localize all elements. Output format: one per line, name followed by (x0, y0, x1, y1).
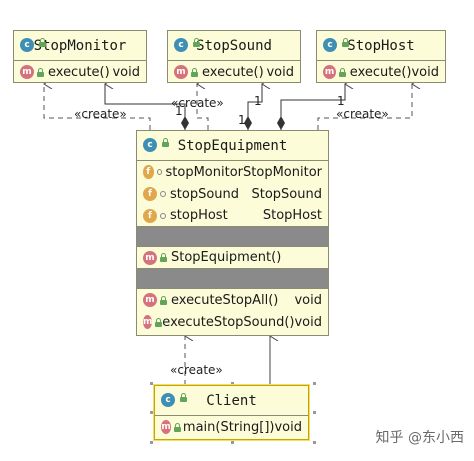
method-type: void (294, 314, 322, 330)
field-row[interactable]: f stopHost StopHost (137, 205, 328, 227)
class-name: Client (206, 392, 257, 409)
method-row[interactable]: m execute() void (317, 61, 445, 83)
method-type: void (266, 64, 294, 80)
class-header: c StopMonitor (14, 31, 146, 61)
field-icon: f (143, 187, 157, 201)
lock-icon (161, 138, 169, 147)
method-type: void (411, 64, 439, 80)
method-row[interactable]: m main(String[]) void (155, 416, 308, 438)
class-name: StopEquipment (177, 137, 288, 154)
method-name: executeStopSound() (162, 314, 295, 330)
field-icon: f (143, 165, 154, 179)
empty-compartment (137, 227, 328, 247)
lock-icon (38, 38, 46, 47)
field-type: StopSound (251, 186, 323, 202)
class-name: StopMonitor (33, 37, 127, 54)
field-type: StopHost (262, 208, 322, 223)
class-icon: c (323, 38, 337, 52)
class-icon: c (161, 393, 175, 407)
create-edge-stophost (317, 84, 412, 130)
package-visibility-icon (160, 191, 166, 197)
constructor-name: StopEquipment() (171, 250, 282, 265)
class-stopmonitor[interactable]: c StopMonitor m execute() void (13, 30, 147, 83)
class-header: c StopEquipment (137, 131, 328, 161)
class-stopequipment[interactable]: c StopEquipment f stopMonitor StopMonito… (136, 130, 329, 336)
method-icon: m (143, 315, 153, 329)
method-icon: m (161, 420, 172, 434)
method-type: void (294, 292, 322, 308)
multiplicity-label: 1 (238, 113, 246, 127)
create-label-mid: «create» (171, 96, 224, 110)
lock-icon (190, 67, 198, 77)
method-icon: m (143, 293, 157, 307)
composition-edge-stophost (280, 84, 345, 130)
class-header: c StopHost (317, 31, 445, 61)
create-label-right: «create» (336, 107, 389, 121)
class-name: StopHost (347, 37, 415, 54)
empty-compartment (137, 269, 328, 289)
client-selection-handles (150, 382, 316, 444)
watermark: 知乎 @东小西 (375, 430, 464, 446)
constructor-row[interactable]: m StopEquipment() (137, 247, 328, 269)
composition-diamond-stophost (277, 116, 285, 130)
field-name: stopMonitor (165, 164, 244, 180)
multiplicity-label: 1 (175, 104, 183, 118)
class-icon: c (20, 38, 34, 52)
method-name: main(String[]) (182, 419, 275, 435)
method-name: execute() (349, 64, 412, 80)
lock-icon (179, 393, 187, 402)
method-icon: m (143, 250, 157, 265)
method-row[interactable]: m executeStopSound() void (137, 311, 328, 333)
multiplicity-label: 1 (254, 94, 262, 108)
field-icon: f (143, 208, 157, 223)
lock-icon (341, 38, 349, 47)
package-visibility-icon (160, 212, 166, 219)
lock-icon (173, 422, 181, 432)
method-name: execute() (48, 64, 110, 80)
method-type: void (274, 419, 302, 435)
method-icon: m (174, 65, 188, 79)
lock-icon (159, 253, 167, 262)
field-name: stopHost (170, 208, 228, 223)
lock-icon (36, 67, 44, 77)
method-icon: m (323, 65, 337, 79)
field-type: StopMonitor (243, 164, 322, 180)
create-label-left: «create» (74, 107, 127, 121)
create-label-client: «create» (170, 363, 223, 377)
class-header: c StopSound (168, 31, 300, 61)
field-name: stopSound (170, 186, 240, 202)
class-client[interactable]: c Client m main(String[]) void (154, 385, 309, 440)
method-type: void (112, 64, 140, 80)
class-name: StopSound (196, 37, 272, 54)
class-stophost[interactable]: c StopHost m execute() void (316, 30, 446, 83)
lock-icon (192, 38, 200, 47)
composition-diamond-stopmonitor (181, 116, 189, 130)
multiplicity-label: 1 (337, 94, 345, 108)
create-edge-stopmonitor (44, 84, 151, 130)
create-edge-stopsound (197, 84, 209, 130)
field-row[interactable]: f stopSound StopSound (137, 183, 328, 205)
class-icon: c (174, 38, 188, 52)
method-name: execute() (202, 64, 264, 80)
lock-icon (338, 67, 346, 77)
method-row[interactable]: m executeStopAll() void (137, 289, 328, 311)
field-row[interactable]: f stopMonitor StopMonitor (137, 161, 328, 183)
lock-icon (159, 295, 167, 305)
class-icon: c (143, 138, 157, 152)
package-visibility-icon (156, 169, 162, 175)
method-row[interactable]: m execute() void (168, 61, 300, 83)
method-row[interactable]: m execute() void (14, 61, 146, 83)
lock-icon (154, 317, 163, 327)
composition-diamond-stopsound (244, 116, 252, 130)
class-stopsound[interactable]: c StopSound m execute() void (167, 30, 301, 83)
method-icon: m (20, 65, 34, 79)
class-header: c Client (155, 386, 308, 416)
method-name: executeStopAll() (171, 292, 279, 308)
